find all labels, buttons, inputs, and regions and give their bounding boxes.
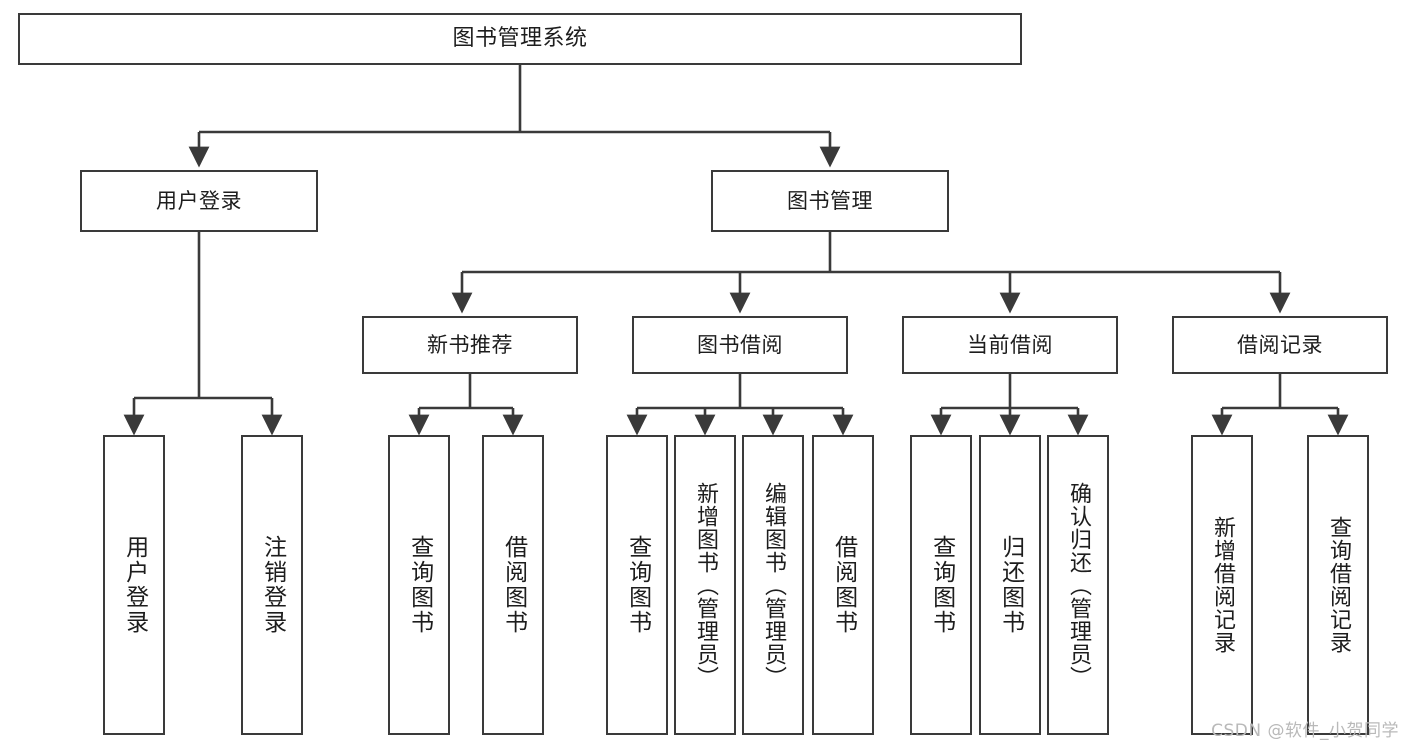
node-root-label: 图书管理系统 bbox=[452, 26, 588, 52]
node-leaf-query-book-3[interactable]: 查询图书 bbox=[910, 435, 972, 735]
node-book-borrow[interactable]: 图书借阅 bbox=[632, 316, 848, 374]
node-leaf-edit-book-label: 编辑图书（管理员） bbox=[760, 481, 786, 689]
node-leaf-borrow-book-1[interactable]: 借阅图书 bbox=[482, 435, 544, 735]
node-leaf-query-record[interactable]: 查询借阅记录 bbox=[1307, 435, 1369, 735]
node-borrow-record-label: 借阅记录 bbox=[1237, 332, 1323, 357]
node-leaf-add-record-label: 新增借阅记录 bbox=[1209, 516, 1235, 654]
node-current-borrow[interactable]: 当前借阅 bbox=[902, 316, 1118, 374]
node-leaf-borrow-book-1-label: 借阅图书 bbox=[500, 535, 527, 635]
node-leaf-add-book[interactable]: 新增图书（管理员） bbox=[674, 435, 736, 735]
node-book-manage-label: 图书管理 bbox=[787, 188, 873, 213]
node-current-borrow-label: 当前借阅 bbox=[967, 332, 1053, 357]
node-leaf-return-book[interactable]: 归还图书 bbox=[979, 435, 1041, 735]
node-leaf-add-record[interactable]: 新增借阅记录 bbox=[1191, 435, 1253, 735]
node-leaf-user-logout-label: 注销登录 bbox=[259, 535, 286, 635]
node-leaf-query-book-1[interactable]: 查询图书 bbox=[388, 435, 450, 735]
node-leaf-borrow-book-2[interactable]: 借阅图书 bbox=[812, 435, 874, 735]
node-leaf-query-book-1-label: 查询图书 bbox=[406, 535, 433, 635]
node-leaf-return-book-label: 归还图书 bbox=[997, 535, 1024, 635]
node-user-login[interactable]: 用户登录 bbox=[80, 170, 318, 232]
node-leaf-add-book-label: 新增图书（管理员） bbox=[692, 481, 718, 689]
node-leaf-borrow-book-2-label: 借阅图书 bbox=[830, 535, 857, 635]
node-leaf-user-logout[interactable]: 注销登录 bbox=[241, 435, 303, 735]
node-leaf-user-login[interactable]: 用户登录 bbox=[103, 435, 165, 735]
node-new-book-rec-label: 新书推荐 bbox=[427, 332, 513, 357]
node-root[interactable]: 图书管理系统 bbox=[18, 13, 1022, 65]
node-leaf-query-book-2[interactable]: 查询图书 bbox=[606, 435, 668, 735]
node-leaf-user-login-label: 用户登录 bbox=[121, 535, 148, 635]
node-book-manage[interactable]: 图书管理 bbox=[711, 170, 949, 232]
node-leaf-confirm-return-label: 确认归还（管理员） bbox=[1065, 481, 1091, 689]
node-leaf-confirm-return[interactable]: 确认归还（管理员） bbox=[1047, 435, 1109, 735]
csdn-watermark: CSDN @软件_小贺同学 bbox=[1211, 721, 1399, 741]
node-leaf-query-record-label: 查询借阅记录 bbox=[1325, 516, 1351, 654]
node-user-login-label: 用户登录 bbox=[156, 188, 242, 213]
node-book-borrow-label: 图书借阅 bbox=[697, 332, 783, 357]
node-borrow-record[interactable]: 借阅记录 bbox=[1172, 316, 1388, 374]
node-leaf-query-book-3-label: 查询图书 bbox=[928, 535, 955, 635]
node-leaf-query-book-2-label: 查询图书 bbox=[624, 535, 651, 635]
node-leaf-edit-book[interactable]: 编辑图书（管理员） bbox=[742, 435, 804, 735]
node-new-book-rec[interactable]: 新书推荐 bbox=[362, 316, 578, 374]
